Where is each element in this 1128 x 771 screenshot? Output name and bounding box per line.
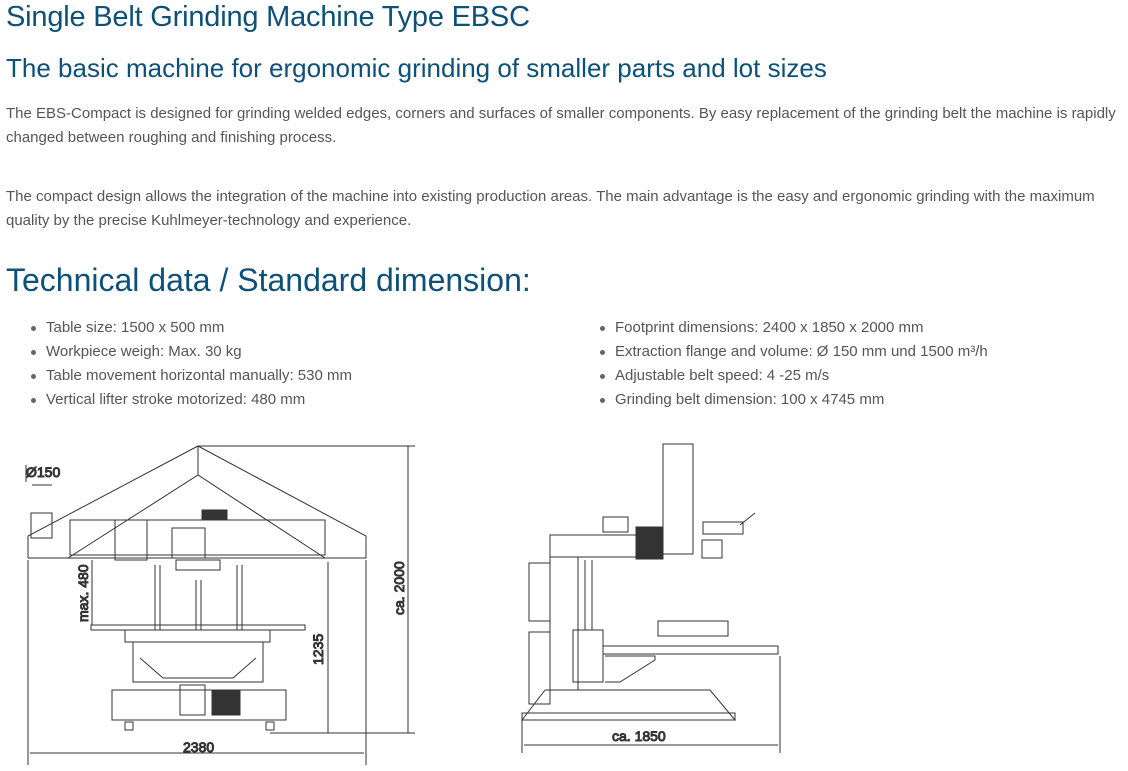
design-paragraph: The compact design allows the integratio…: [6, 188, 1095, 229]
table-height-label: 1235: [310, 634, 326, 665]
intro-paragraph: The EBS-Compact is designed for grinding…: [6, 105, 1116, 146]
side-view-drawing: ca. 1850: [520, 443, 781, 753]
spec-item: Table size: 1500 x 500 mm: [30, 316, 352, 340]
depth-label: ca. 1850: [612, 728, 666, 744]
page-title: Single Belt Grinding Machine Type EBSC: [6, 1, 530, 33]
spec-item: Table movement horizontal manually: 530 …: [30, 364, 352, 388]
spec-item: Footprint dimensions: 2400 x 1850 x 2000…: [599, 316, 988, 340]
spec-item: Grinding belt dimension: 100 x 4745 mm: [599, 388, 988, 412]
stroke-label: max. 480: [75, 564, 91, 622]
diameter-label: Ø150: [26, 464, 60, 480]
spec-item: Vertical lifter stroke motorized: 480 mm: [30, 388, 352, 412]
width-label: 2380: [183, 739, 214, 755]
spec-item: Extraction flange and volume: Ø 150 mm u…: [599, 340, 988, 364]
page-subtitle: The basic machine for ergonomic grinding…: [6, 53, 827, 83]
technical-data-heading: Technical data / Standard dimension:: [6, 262, 531, 298]
spec-item: Adjustable belt speed: 4 -25 m/s: [599, 364, 988, 388]
front-view-drawing: Ø150 2380 ca. 2000 1235 max. 480: [25, 445, 415, 765]
height-label: ca. 2000: [391, 561, 407, 615]
spec-item: Workpiece weigh: Max. 30 kg: [30, 340, 352, 364]
specs-list-right: Footprint dimensions: 2400 x 1850 x 2000…: [599, 316, 988, 412]
specs-list-left: Table size: 1500 x 500 mm Workpiece weig…: [30, 316, 352, 412]
